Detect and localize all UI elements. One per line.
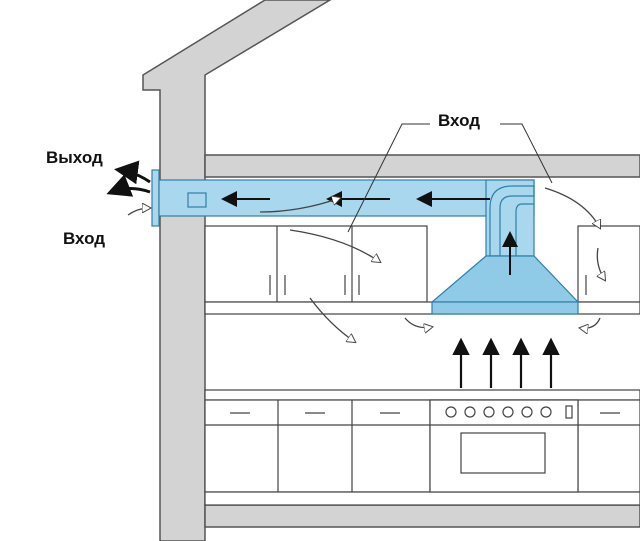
entry-label-top: Вход bbox=[438, 111, 480, 130]
wall-cabinet-left bbox=[204, 225, 428, 303]
oven bbox=[429, 399, 579, 493]
hood-bottom bbox=[431, 301, 579, 315]
duct-bend bbox=[489, 185, 535, 257]
oven-knob bbox=[502, 406, 514, 418]
oven-knob bbox=[445, 406, 457, 418]
oven-knob bbox=[521, 406, 533, 418]
oven-knob bbox=[483, 406, 495, 418]
oven-knob bbox=[540, 406, 552, 418]
countertop bbox=[204, 389, 640, 401]
exit-label: Выход bbox=[46, 148, 103, 167]
heat-rising-arrows bbox=[452, 337, 560, 388]
label-leader-lines bbox=[347, 123, 553, 233]
floor bbox=[204, 504, 640, 528]
oven-knob bbox=[464, 406, 476, 418]
roof-and-wall bbox=[142, 0, 332, 541]
ceiling bbox=[204, 154, 640, 178]
wall-grille bbox=[151, 169, 160, 227]
range-hood bbox=[430, 255, 580, 303]
oven-window bbox=[460, 432, 546, 474]
wall-cabinet-right bbox=[577, 225, 640, 303]
house-structure bbox=[142, 0, 640, 541]
entry-label-left: Вход bbox=[63, 229, 105, 248]
airflow-arrows bbox=[259, 187, 605, 342]
outside-arrows bbox=[106, 160, 150, 216]
